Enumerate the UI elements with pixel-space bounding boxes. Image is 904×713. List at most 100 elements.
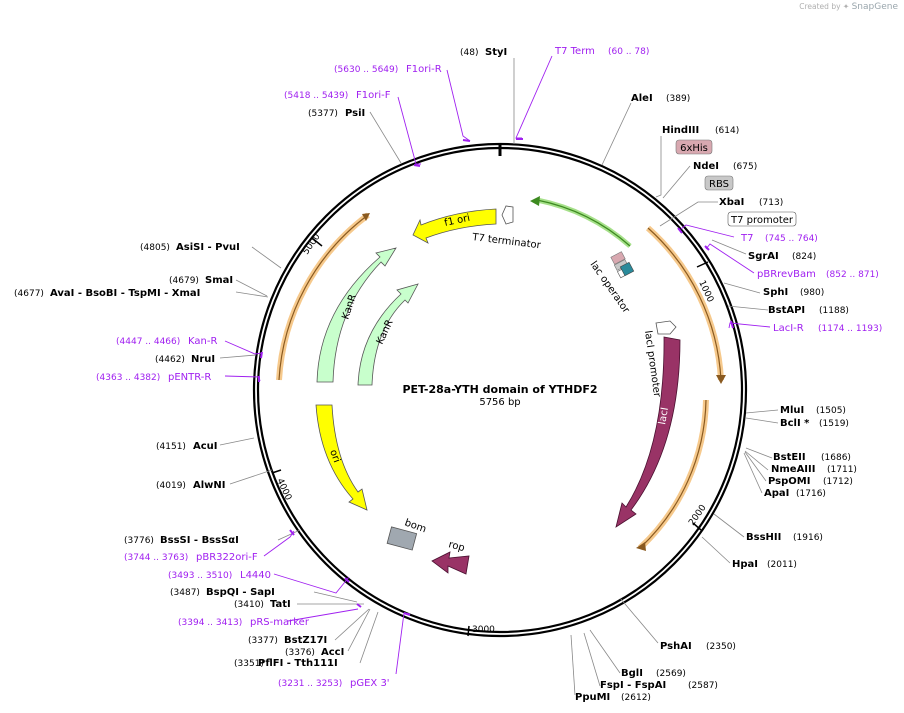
enzyme-acci-name: AccI (321, 647, 344, 658)
enzyme-ndei-name: NdeI (693, 161, 719, 172)
laci-feature (615, 336, 681, 528)
enzyme-tati-name: TatI (270, 599, 291, 610)
primer-pbrrevbam-pos: (852 .. 871) (826, 270, 879, 280)
enzyme-nrui-name: NruI (191, 354, 215, 365)
enzyme-styi-pos: (48) (460, 48, 478, 58)
enzyme-xmai-pos: (4677) (14, 289, 44, 299)
enzyme-apai-pos: (1716) (796, 489, 826, 499)
primer-f1orir-name: F1ori-R (406, 64, 442, 75)
enzyme-sphi-pos: (980) (800, 288, 824, 298)
orf-arc-left (276, 212, 370, 381)
rbs-label: RBS (709, 179, 729, 190)
primer-pentrr-name: pENTR-R (168, 372, 211, 383)
primer-f1orir-pos: (5630 .. 5649) (334, 65, 398, 75)
t7-terminator-marker (501, 205, 514, 225)
enzyme-xbai-pos: (713) (759, 198, 783, 208)
primer-lacir-name: LacI-R (773, 323, 804, 334)
rop-label: rop (447, 539, 466, 554)
enzyme-apai-name: ApaI (764, 488, 789, 499)
enzyme-pshai-name: PshAI (660, 641, 692, 652)
enzyme-alei-name: AleI (631, 93, 653, 104)
orf-arc-right (645, 225, 726, 384)
enzyme-styi-name: StyI (485, 47, 507, 58)
primer-pgex3-pos: (3231 .. 3253) (278, 679, 342, 689)
enzyme-alwni-name: AlwNI (193, 480, 226, 491)
primer-pbr322orif-pos: (3744 .. 3763) (124, 553, 188, 563)
enzyme-bsssi-name: BssSI - BssSαI (160, 535, 239, 546)
enzyme-bcli-pos: (1519) (819, 419, 849, 429)
primer-t7-name: T7 (740, 233, 753, 244)
enzyme-xmai-name: AvaI - BsoBI - TspMI - XmaI (50, 288, 200, 299)
primer-l4440-pos: (3493 .. 3510) (168, 571, 232, 581)
enzyme-ndei-pos: (675) (733, 162, 757, 172)
primer-pbrrevbam-name: pBRrevBam (757, 269, 816, 280)
primer-markers (258, 138, 734, 616)
enzyme-tth111i-name: PflFI - Tth111I (258, 658, 338, 669)
laci-label: lacI (657, 407, 671, 426)
enzyme-pshai-pos: (2350) (706, 642, 736, 652)
enzyme-hpai-pos: (2011) (767, 560, 797, 570)
kanr-outer-label: KanR (340, 293, 358, 321)
backbone (252, 142, 748, 638)
snapgene-credit: Created by ✦ SnapGene (799, 2, 898, 12)
enzyme-sgrai-name: SgrAI (748, 251, 779, 262)
lac-operator-feature (610, 251, 635, 279)
tick-label-3000: 3000 (472, 625, 495, 635)
enzyme-pvui-name: AsiSI - PvuI (176, 242, 240, 253)
primer-l4440-name: L4440 (240, 570, 271, 581)
primer-pbr322orif-name: pBR322ori-F (196, 552, 258, 563)
t7-terminator-label: T7 terminator (471, 232, 542, 252)
enzyme-smai-name: SmaI (205, 275, 233, 286)
enzyme-bstapi-pos: (1188) (819, 306, 849, 316)
t7-promoter-label: T7 promoter (730, 215, 794, 226)
enzyme-bsssi-pos: (3776) (124, 536, 154, 546)
enzyme-bstz17i-name: BstZ17I (284, 635, 327, 646)
rbs-badge: RBS (704, 175, 734, 191)
primer-pgex3-name: pGEX 3' (350, 678, 390, 689)
enzyme-xbai-name: XbaI (719, 197, 744, 208)
primer-prsmarker-name: pRS-marker (250, 617, 310, 628)
enzyme-smai-pos: (4679) (169, 276, 199, 286)
t7-terminator-arrow (530, 196, 632, 248)
f1-ori-label: f1 ori (443, 213, 471, 229)
enzyme-pspomi-pos: (1712) (823, 477, 853, 487)
enzyme-hindiii-name: HindIII (662, 125, 699, 136)
his-tag-label: 6xHis (680, 143, 708, 154)
enzyme-hindiii-pos: (614) (715, 126, 739, 136)
primer-prsmarker-pos: (3394 .. 3413) (178, 618, 242, 628)
rop-feature (431, 551, 470, 575)
enzyme-ppumi-pos: (2612) (621, 693, 651, 703)
enzyme-mlui-pos: (1505) (816, 406, 846, 416)
ori-feature (315, 404, 368, 511)
primer-t7term-name: T7 Term (554, 46, 595, 57)
enzyme-bcli-name: BclI * (780, 418, 810, 429)
enzyme-bsteii-pos: (1686) (821, 453, 851, 463)
enzyme-pvui-pos: (4805) (140, 243, 170, 253)
enzyme-nmeaiii-pos: (1711) (827, 465, 857, 475)
enzyme-bsshii-pos: (1916) (793, 533, 823, 543)
tick-marks (271, 237, 709, 637)
plasmid-length: 5756 bp (479, 397, 520, 408)
enzyme-acui-name: AcuI (193, 441, 218, 452)
primer-f1orif-pos: (5418 .. 5439) (284, 91, 348, 101)
enzyme-pspomi-name: PspOMI (768, 476, 810, 487)
kanr-outer-feature (316, 247, 397, 383)
laci-promoter-marker (655, 320, 677, 335)
enzyme-bsteii-name: BstEII (773, 452, 806, 463)
enzyme-sapi-pos: (3487) (170, 588, 200, 598)
tick-label-4000: 4000 (274, 477, 293, 502)
kanr-inner-feature (357, 283, 419, 386)
enzyme-tth111i-pos: (3351) (234, 659, 264, 669)
orf-arc-lower (636, 399, 709, 551)
enzyme-sphi-name: SphI (763, 287, 788, 298)
enzyme-bstapi-name: BstAPI (768, 305, 805, 316)
primer-t7term-pos: (60 .. 78) (608, 47, 649, 57)
enzyme-ppumi-name: PpuMI (575, 692, 610, 703)
enzyme-sgrai-pos: (824) (792, 252, 816, 262)
laci-promoter-label: lacI promoter (642, 330, 662, 399)
f1-ori-feature (412, 208, 497, 244)
enzyme-sapi-name: BspQI - SapI (206, 587, 275, 598)
primer-f1orif-name: F1ori-F (356, 90, 391, 101)
enzyme-bgli-pos: (2569) (656, 669, 686, 679)
